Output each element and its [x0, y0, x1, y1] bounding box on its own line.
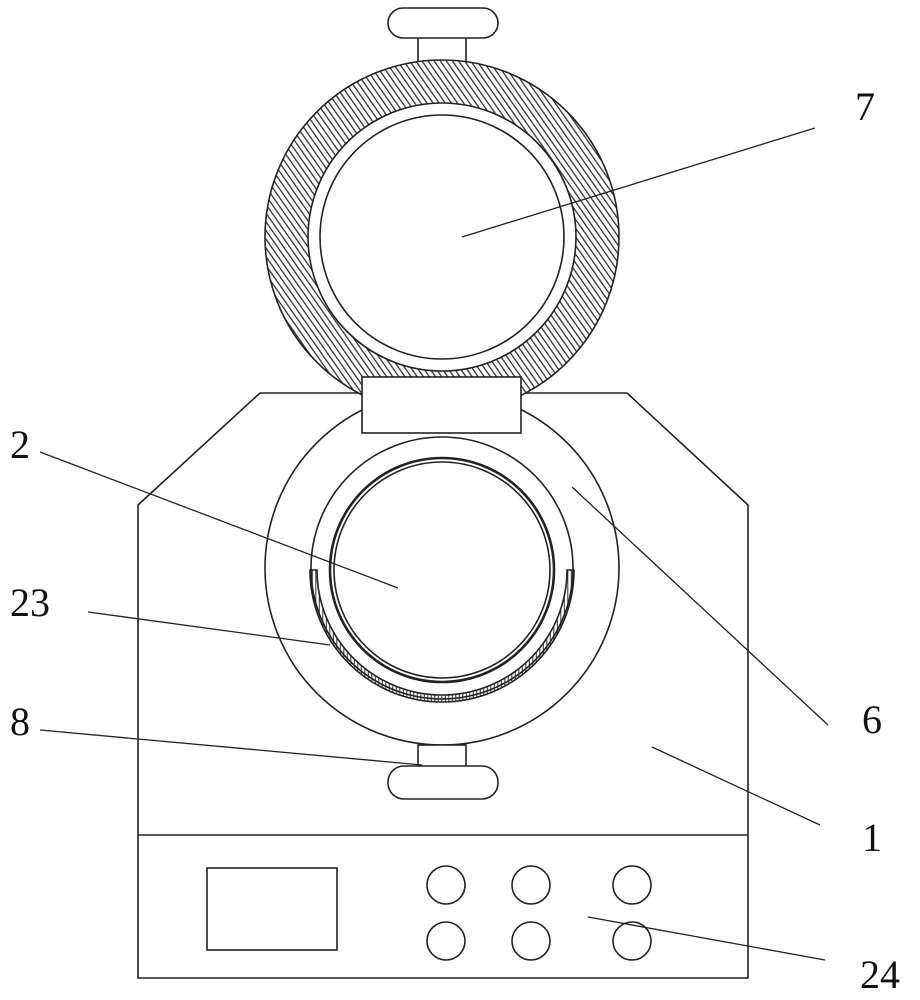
- front-handle: [387, 744, 499, 800]
- housing-ring: [264, 390, 620, 746]
- control-buttons: [426, 865, 652, 961]
- label-heating-strip: 23: [10, 580, 50, 625]
- leader-line-23: [87, 611, 331, 646]
- label-handle: 8: [10, 699, 30, 744]
- display-screen: [206, 867, 338, 951]
- control-button: [612, 865, 652, 905]
- label-control-panel: 24: [860, 952, 900, 997]
- lid: [264, 59, 620, 415]
- heating-strip: [309, 569, 575, 703]
- control-button: [612, 921, 652, 961]
- control-panel: [206, 865, 652, 961]
- control-button: [511, 865, 551, 905]
- control-button: [426, 865, 466, 905]
- basket: [309, 436, 575, 703]
- leader-lines: [39, 127, 829, 961]
- leader-line-24: [587, 916, 826, 961]
- leader-line-8: [39, 729, 423, 766]
- control-button: [426, 921, 466, 961]
- control-button: [511, 921, 551, 961]
- label-lid: 7: [855, 84, 875, 129]
- lid-handle: [387, 7, 499, 64]
- hinge-block: [361, 376, 522, 434]
- label-body: 1: [862, 815, 882, 860]
- label-basket: 2: [10, 422, 30, 467]
- label-housing-ring: 6: [862, 697, 882, 742]
- leader-line-2: [39, 451, 399, 589]
- leader-line-6: [571, 486, 829, 726]
- leader-line-1: [651, 746, 821, 826]
- leader-line-7: [461, 127, 816, 238]
